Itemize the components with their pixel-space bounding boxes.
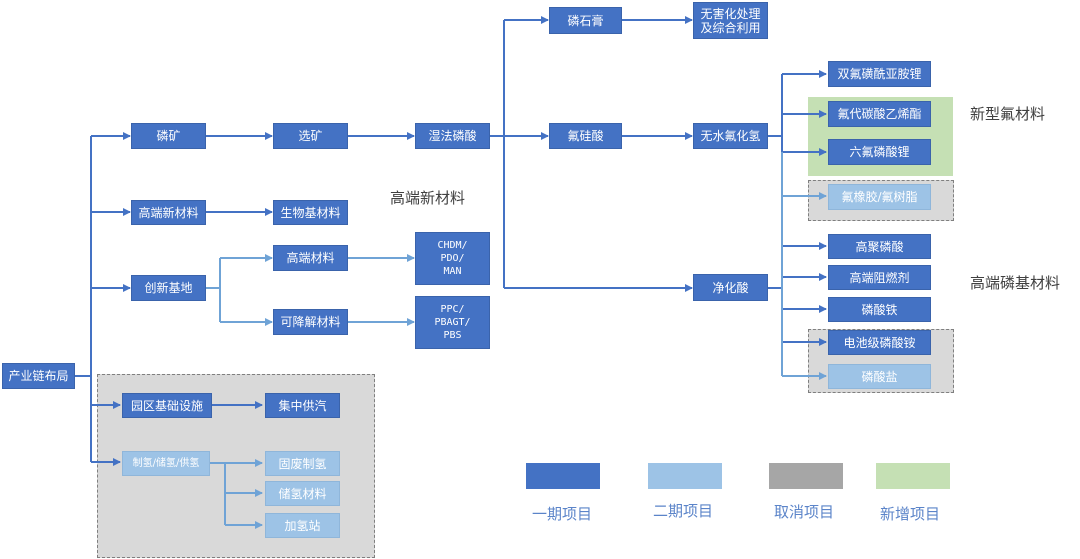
node-polyphosphoric-acid: 高聚磷酸 — [828, 234, 931, 259]
node-flame-retardant: 高端阻燃剂 — [828, 265, 931, 290]
node-hydrogen-storage-material: 储氢材料 — [265, 481, 340, 506]
node-high-end-new-material: 高端新材料 — [131, 200, 206, 225]
legend-swatch-cancelled — [769, 463, 843, 489]
legend-label-phase2: 二期项目 — [653, 502, 714, 520]
node-purified-acid: 净化酸 — [693, 274, 768, 301]
legend-swatch-phase2 — [648, 463, 722, 489]
legend-swatch-added — [876, 463, 950, 489]
node-lifsi: 双氟磺酰亚胺锂 — [828, 61, 931, 87]
node-innovation-base: 创新基地 — [131, 275, 206, 301]
node-iron-phosphate: 磷酸铁 — [828, 297, 931, 322]
node-lipf6: 六氟磷酸锂 — [828, 139, 931, 165]
legend-swatch-phase1 — [526, 463, 600, 489]
node-high-end-material: 高端材料 — [273, 245, 348, 271]
node-wet-phosphoric-acid: 湿法磷酸 — [415, 123, 490, 149]
node-fec: 氟代碳酸乙烯酯 — [828, 101, 931, 127]
legend-label-phase1: 一期项目 — [532, 505, 593, 523]
node-phosphate-salt: 磷酸盐 — [828, 364, 931, 389]
node-ppc-pbagt-pbs: PPC/ PBAGT/ PBS — [415, 296, 490, 349]
node-anhydrous-hf: 无水氟化氢 — [693, 123, 768, 149]
node-park-infrastructure: 园区基础设施 — [122, 393, 212, 418]
node-hydrogen-station: 加氢站 — [265, 513, 340, 538]
node-degradable-material: 可降解材料 — [273, 309, 348, 335]
node-battery-ammonium-phosphate: 电池级磷酸铵 — [828, 330, 931, 355]
label-high-end-phosphorus-materials: 高端磷基材料 — [970, 274, 1061, 292]
node-solid-waste-hydrogen: 固废制氢 — [265, 451, 340, 476]
node-bio-based-material: 生物基材料 — [273, 200, 348, 225]
node-hydrogen-production: 制氢/储氢/供氢 — [122, 451, 210, 476]
node-beneficiation: 选矿 — [273, 123, 348, 149]
label-high-end-new-materials: 高端新材料 — [390, 189, 466, 207]
label-new-fluorine-materials: 新型氟材料 — [970, 105, 1046, 123]
node-fluosilicic-acid: 氟硅酸 — [549, 123, 622, 149]
node-chdm-pdo-man: CHDM/ PDO/ MAN — [415, 232, 490, 285]
node-central-steam: 集中供汽 — [265, 393, 340, 418]
legend-label-cancelled: 取消项目 — [774, 503, 835, 521]
node-fluoro-rubber: 氟橡胶/氟树脂 — [828, 184, 931, 210]
legend-label-added: 新增项目 — [880, 505, 941, 523]
node-phosphate-ore: 磷矿 — [131, 123, 206, 149]
node-industry-chain-layout: 产业链布局 — [2, 363, 75, 389]
node-phosphogypsum: 磷石膏 — [549, 7, 622, 34]
node-harmless-treatment: 无害化处理 及综合利用 — [693, 2, 768, 39]
